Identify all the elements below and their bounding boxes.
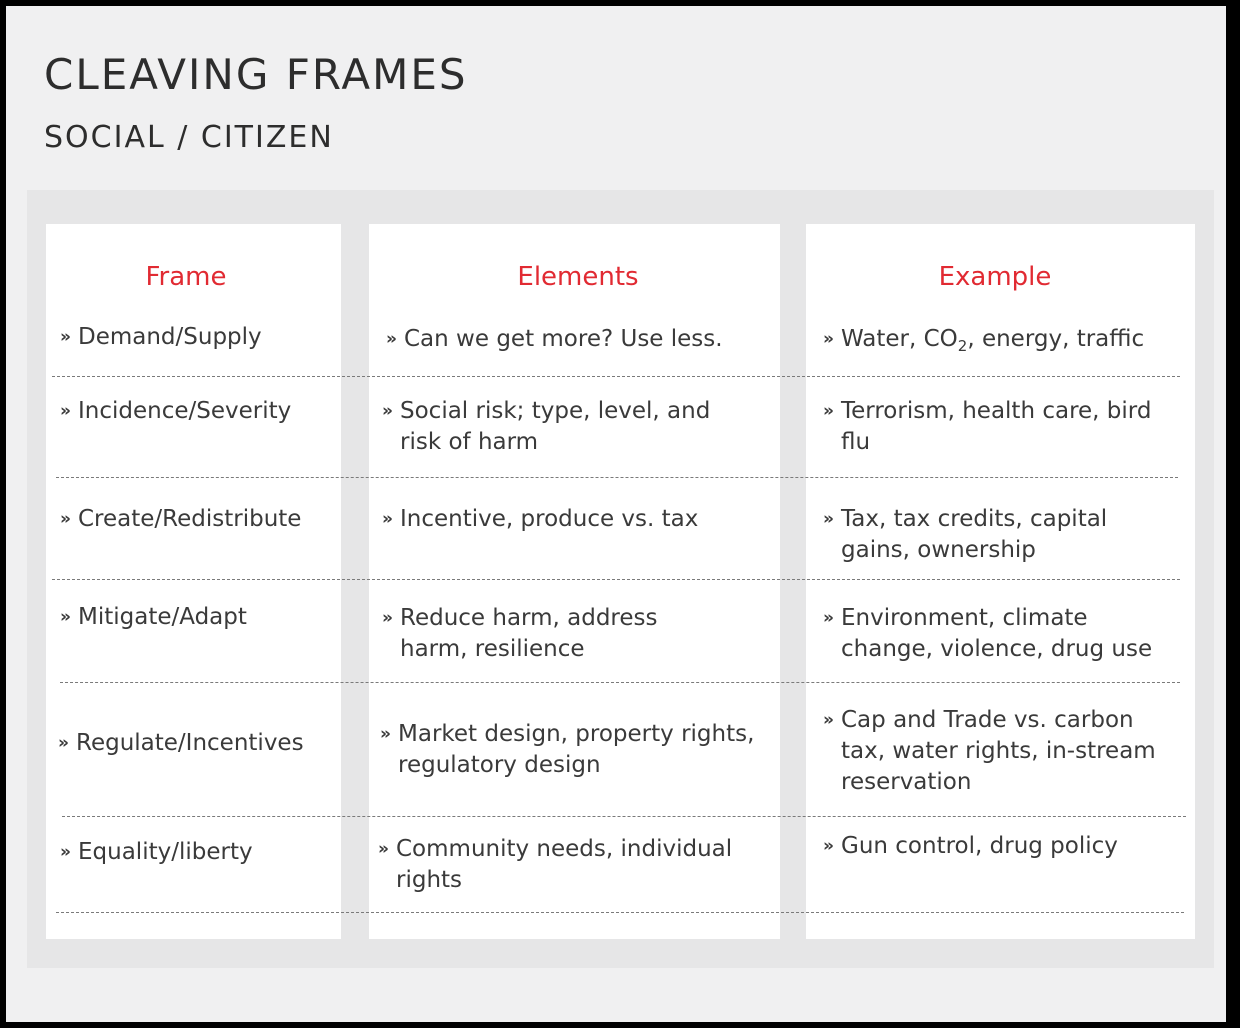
example-column xyxy=(806,224,1195,939)
table-row-3-example: »Tax, tax credits, capital gains, owners… xyxy=(823,506,1108,563)
row-divider xyxy=(62,816,1186,817)
table-row-4-example: »Environment, climate change, violence, … xyxy=(823,605,1153,662)
row-divider xyxy=(56,912,1184,913)
table-row-1-frame: »Demand/Supply xyxy=(60,324,262,350)
table-row-3-frame: »Create/Redistribute xyxy=(60,506,302,532)
page-card: CLEAVING FRAMES SOCIAL / CITIZEN Frame E… xyxy=(6,6,1226,1022)
table-row-2-frame: »Incidence/Severity xyxy=(60,398,292,424)
table-row-5-frame: »Regulate/Incentives xyxy=(58,730,304,756)
table-row-5-elements: »Market design, property rights, regulat… xyxy=(380,721,755,778)
table-row-6-frame: »Equality/liberty xyxy=(60,839,253,865)
frame-column xyxy=(46,224,341,939)
row-divider xyxy=(52,579,1180,580)
table-row-6-elements: »Community needs, individual rights xyxy=(378,836,733,893)
row-divider xyxy=(52,376,1180,377)
table-row-4-frame: »Mitigate/Adapt xyxy=(60,604,247,630)
row-divider xyxy=(60,682,1180,683)
elements-column xyxy=(369,224,780,939)
page-subtitle: SOCIAL / CITIZEN xyxy=(44,120,334,155)
table-row-1-elements: »Can we get more? Use less. xyxy=(386,326,723,352)
table-row-2-example: »Terrorism, health care, bird flu xyxy=(823,398,1152,455)
table-row-2-elements: »Social risk; type, level, and risk of h… xyxy=(382,398,711,455)
page-title: CLEAVING FRAMES xyxy=(44,50,468,99)
table-row-6-example: »Gun control, drug policy xyxy=(823,833,1118,859)
table-row-1-example: »Water, CO2, energy, traffic xyxy=(823,326,1145,355)
table-row-3-elements: »Incentive, produce vs. tax xyxy=(382,506,699,532)
row-divider xyxy=(56,477,1178,478)
table-row-5-example: »Cap and Trade vs. carbon tax, water rig… xyxy=(823,707,1156,795)
table-row-4-elements: »Reduce harm, address harm, resilience xyxy=(382,605,658,662)
